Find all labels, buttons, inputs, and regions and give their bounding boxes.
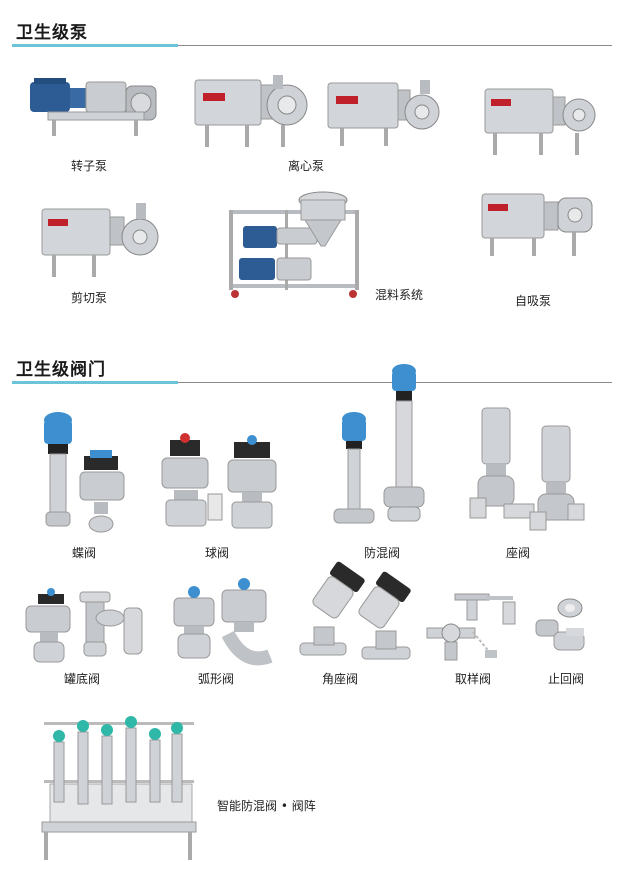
- product-label-rotor-pump: 转子泵: [71, 159, 108, 173]
- product-label-ball-valve: 球阀: [205, 546, 230, 560]
- title-accent-rule: [12, 381, 178, 384]
- product-label-mixproof-valve: 防混阀: [364, 546, 401, 560]
- seat-valve-image: [469, 407, 585, 531]
- mixing-system-image: [229, 191, 359, 298]
- product-label-valve-matrix: 智能防混阀 • 阀阵: [217, 799, 316, 813]
- rotor-pump-image: [30, 78, 157, 136]
- product-label-angle-seat-valve: 角座阀: [322, 672, 359, 686]
- check-valve-image: [535, 598, 585, 651]
- ball-valve-image: [161, 433, 277, 529]
- angle-seat-valve-image: [299, 561, 411, 660]
- section-title-pumps: 卫生级泵: [16, 23, 88, 43]
- self-priming-pump-image: [481, 193, 593, 256]
- valve-matrix-image: [41, 716, 197, 860]
- butterfly-valve-image: [44, 412, 125, 533]
- product-label-arc-valve: 弧形阀: [198, 672, 235, 686]
- title-divider-rule: [178, 45, 612, 46]
- product-label-shear-pump: 剪切泵: [71, 291, 108, 305]
- product-label-sampling-valve: 取样阀: [455, 672, 492, 686]
- section-title-valves: 卫生级阀门: [16, 360, 106, 380]
- title-accent-rule: [12, 44, 178, 47]
- centrifugal-pump-image-2: [327, 80, 440, 146]
- product-label-centrifugal-pump: 离心泵: [288, 159, 325, 173]
- product-label-mixing-system: 混料系统: [375, 288, 424, 302]
- mixproof-valve-image: [333, 364, 425, 524]
- shear-pump-image: [41, 203, 159, 277]
- product-label-seat-valve: 座阀: [506, 546, 531, 560]
- tank-bottom-valve-image: [25, 588, 143, 663]
- product-label-check-valve: 止回阀: [548, 672, 585, 686]
- product-label-tank-bottom-valve: 罐底阀: [64, 672, 101, 686]
- centrifugal-pump-image-1: [194, 75, 308, 147]
- arc-valve-image: [173, 578, 273, 666]
- centrifugal-pump-image-3: [484, 88, 596, 155]
- product-label-butterfly-valve: 蝶阀: [72, 546, 97, 560]
- product-label-self-priming-pump: 自吸泵: [515, 294, 552, 308]
- sampling-valve-image: [426, 593, 516, 661]
